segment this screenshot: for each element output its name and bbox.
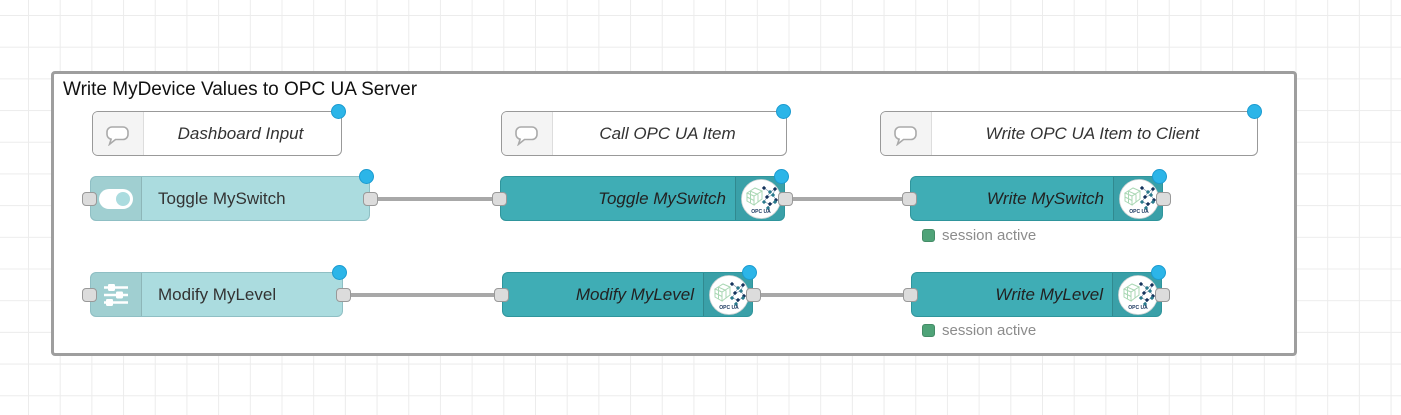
opcua-badge-text: OPC UA — [719, 305, 739, 311]
input-port[interactable] — [82, 288, 97, 302]
comment-node-dashboard-input[interactable]: Dashboard Input — [92, 104, 346, 156]
modified-indicator-dot — [332, 265, 347, 280]
modified-indicator-dot — [1151, 265, 1166, 280]
comment-bubble-icon — [881, 112, 932, 155]
group-label: Write MyDevice Values to OPC UA Server — [63, 79, 418, 100]
modified-indicator-dot — [331, 104, 346, 119]
node-write-mylevel[interactable]: Write MyLevel OPC UA — [903, 265, 1170, 317]
input-port[interactable] — [902, 192, 917, 206]
opcua-badge-text: OPC UA — [1129, 209, 1149, 215]
modified-indicator-dot — [742, 265, 757, 280]
output-port[interactable] — [363, 192, 378, 206]
modified-indicator-dot — [774, 169, 789, 184]
opcua-badge-text: OPC UA — [1128, 305, 1148, 311]
opcua-logo-icon: OPC UA — [1118, 275, 1158, 315]
modified-indicator-dot — [1247, 104, 1262, 119]
opcua-logo-icon: OPC UA — [1119, 179, 1159, 219]
node-toggle-myswitch-input[interactable]: Toggle MySwitch — [82, 169, 378, 221]
output-port[interactable] — [1155, 288, 1170, 302]
toggle-icon — [91, 177, 142, 220]
input-port[interactable] — [903, 288, 918, 302]
opcua-logo-icon: OPC UA — [741, 179, 781, 219]
comment-node-write-opcua-item[interactable]: Write OPC UA Item to Client — [880, 104, 1262, 156]
status-green-dot — [922, 229, 935, 242]
status-green-dot — [922, 324, 935, 337]
wire-toggle-input-to-call[interactable] — [370, 196, 502, 201]
modified-indicator-dot — [1152, 169, 1167, 184]
opcua-logo-icon: OPC UA — [709, 275, 749, 315]
input-port[interactable] — [492, 192, 507, 206]
wire-toggle-call-to-write[interactable] — [784, 196, 912, 201]
node-toggle-myswitch-call[interactable]: Toggle MySwitch OPC UA — [492, 169, 793, 221]
node-label: Write MySwitch — [986, 188, 1104, 208]
output-port[interactable] — [778, 192, 793, 206]
node-label: Toggle MySwitch — [158, 188, 286, 208]
output-port[interactable] — [1156, 192, 1171, 206]
output-port[interactable] — [746, 288, 761, 302]
sliders-icon — [91, 273, 142, 316]
node-label: Modify MyLevel — [575, 284, 694, 304]
node-status-write-mylevel: session active — [922, 322, 1036, 339]
comment-label: Call OPC UA Item — [599, 123, 736, 143]
comment-bubble-icon — [502, 112, 553, 155]
node-label: Toggle MySwitch — [598, 188, 726, 208]
opcua-badge-text: OPC UA — [751, 209, 771, 215]
node-modify-mylevel-input[interactable]: Modify MyLevel — [82, 265, 351, 317]
input-port[interactable] — [82, 192, 97, 206]
output-port[interactable] — [336, 288, 351, 302]
input-port[interactable] — [494, 288, 509, 302]
status-text: session active — [942, 322, 1037, 339]
node-label: Write MyLevel — [995, 284, 1103, 304]
modified-indicator-dot — [776, 104, 791, 119]
comment-node-call-opcua-item[interactable]: Call OPC UA Item — [501, 104, 791, 156]
wire-level-call-to-write[interactable] — [752, 292, 913, 297]
modified-indicator-dot — [359, 169, 374, 184]
comment-bubble-icon — [93, 112, 144, 155]
node-status-write-myswitch: session active — [922, 227, 1036, 244]
node-modify-mylevel-call[interactable]: Modify MyLevel OPC UA — [494, 265, 761, 317]
node-write-myswitch[interactable]: Write MySwitch OPC UA — [902, 169, 1171, 221]
comment-label: Dashboard Input — [177, 123, 304, 143]
comment-label: Write OPC UA Item to Client — [985, 123, 1200, 143]
status-text: session active — [942, 227, 1037, 244]
wire-level-input-to-call[interactable] — [343, 292, 504, 297]
node-label: Modify MyLevel — [158, 284, 277, 304]
